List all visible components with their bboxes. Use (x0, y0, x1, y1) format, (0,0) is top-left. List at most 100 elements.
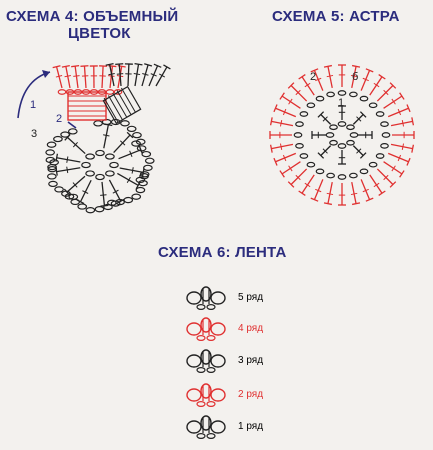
aster-inner-stitch (352, 114, 364, 125)
aster-petal-stitch-bar (411, 144, 415, 153)
red-stitch-bar (80, 65, 89, 67)
aster-petal-stitch-cross (288, 165, 293, 172)
aster-ring-chain (326, 91, 335, 98)
scheme5-row-label-b: б (352, 71, 358, 83)
petal-stitch (56, 167, 81, 173)
aster-petal-stitch-bar (269, 117, 273, 126)
ribbon-base-chain (206, 304, 216, 311)
red-stitch-bar (61, 65, 70, 68)
inner-chain (85, 153, 95, 160)
ink-block-line (103, 97, 119, 123)
petal-chain (126, 125, 137, 133)
aster-petal-stitch-cross (295, 174, 301, 181)
inner-chain (109, 161, 119, 169)
aster-petal-stitch-bar (279, 170, 285, 178)
petal-stitch-bar (76, 199, 85, 205)
aster-petal-stitch (351, 66, 357, 89)
ribbon-right-loop (210, 322, 226, 336)
aster-ring-chain (293, 132, 303, 138)
scheme4-title-line2: ЦВЕТОК (68, 25, 131, 42)
aster-petal-stitch-bar (323, 64, 333, 68)
petal-chain (94, 206, 105, 213)
ribbon-right-loop (210, 354, 226, 368)
petal-chain (139, 173, 149, 180)
aster-petal-stitch (290, 168, 308, 185)
petal-stitch-bar (138, 145, 143, 154)
petal-chain (45, 149, 55, 156)
aster-petal-stitch (281, 95, 301, 109)
petal-stitch (66, 175, 86, 193)
red-stitch-cross (55, 75, 63, 78)
aster-petal-stitch (369, 76, 383, 96)
petal-stitch (108, 179, 122, 202)
aster-petal-stitch (360, 70, 371, 91)
petal-chain (68, 193, 79, 200)
ink-block-line (108, 95, 123, 121)
ink-stitch-bar (134, 63, 143, 66)
ribbon-base-chain (206, 433, 216, 440)
ribbon-right-loop (210, 291, 226, 305)
petal-stitch (113, 134, 131, 154)
aster-petal-stitch-bar (406, 104, 411, 113)
petal-stitch-cross (119, 140, 126, 146)
aster-petal-stitch (271, 120, 294, 127)
aster-petal-stitch (275, 107, 297, 118)
red-stitch-bar (52, 65, 61, 69)
aster-petal-stitch-bar (279, 92, 285, 100)
petal-stitch-bar (135, 181, 141, 190)
aster-petal-stitch (271, 143, 294, 150)
petal-stitch (103, 124, 109, 149)
petal-chain (54, 186, 64, 193)
petal-stitch-bar (104, 123, 113, 127)
ink-stitch-cross (108, 73, 115, 76)
aster-petal-stitch-cross (397, 154, 402, 162)
petal-chain (47, 163, 57, 171)
ink-stitch (141, 64, 149, 87)
aster-ring-chain (337, 90, 347, 96)
aster-center-chain (329, 139, 338, 146)
ink-stitch (134, 64, 140, 87)
petal-stitch-cross (66, 156, 69, 163)
ink-block-line (116, 90, 132, 116)
petal-chain (120, 120, 130, 127)
aster-inner-stitch-bar (359, 152, 367, 159)
aster-petal-stitch-cross (362, 188, 369, 193)
aster-petal-stitch-bar (406, 157, 411, 166)
aster-ring-chain (299, 111, 309, 117)
petal-stitch-cross (66, 166, 69, 174)
aster-petal-stitch-bar (411, 117, 415, 126)
ink-stitch (118, 64, 122, 87)
petal-stitch (56, 157, 81, 163)
aster-petal-stitch-cross (304, 82, 311, 88)
aster-ring-chain (337, 174, 347, 180)
ribbon-base-chain (196, 335, 206, 342)
aster-petal-stitch (313, 179, 324, 200)
aster-petal-stitch-cross (383, 174, 389, 181)
petal-stitch (119, 167, 144, 173)
aster-petal-stitch (383, 95, 403, 109)
petal-stitch-cross (112, 189, 119, 194)
aster-petal-stitch (351, 181, 357, 204)
aster-petal-stitch-cross (391, 165, 396, 172)
aster-inner-stitch-cross (356, 148, 362, 154)
petal-stitch-bar (64, 134, 71, 141)
aster-petal-stitch (387, 107, 409, 118)
petal-chain (110, 200, 121, 207)
ribbon-left-loop (186, 388, 202, 402)
petal-chain (110, 118, 121, 126)
aster-petal-stitch-cross (282, 108, 287, 116)
aster-center-chain (325, 132, 335, 138)
petal-chain (132, 131, 142, 139)
aster-ring-chain (349, 172, 358, 179)
ink-stitch-bar (163, 64, 171, 70)
inner-chain (81, 161, 91, 169)
aster-inner-stitch (352, 145, 364, 156)
aster-petal-stitch (290, 85, 308, 102)
ink-block-line (112, 92, 128, 118)
ink-stitch (108, 64, 115, 87)
red-stitch (101, 65, 104, 89)
aster-petal-stitch-bar (399, 170, 405, 178)
aster-ring-chain (368, 161, 378, 168)
petal-stitch-cross (82, 190, 89, 194)
